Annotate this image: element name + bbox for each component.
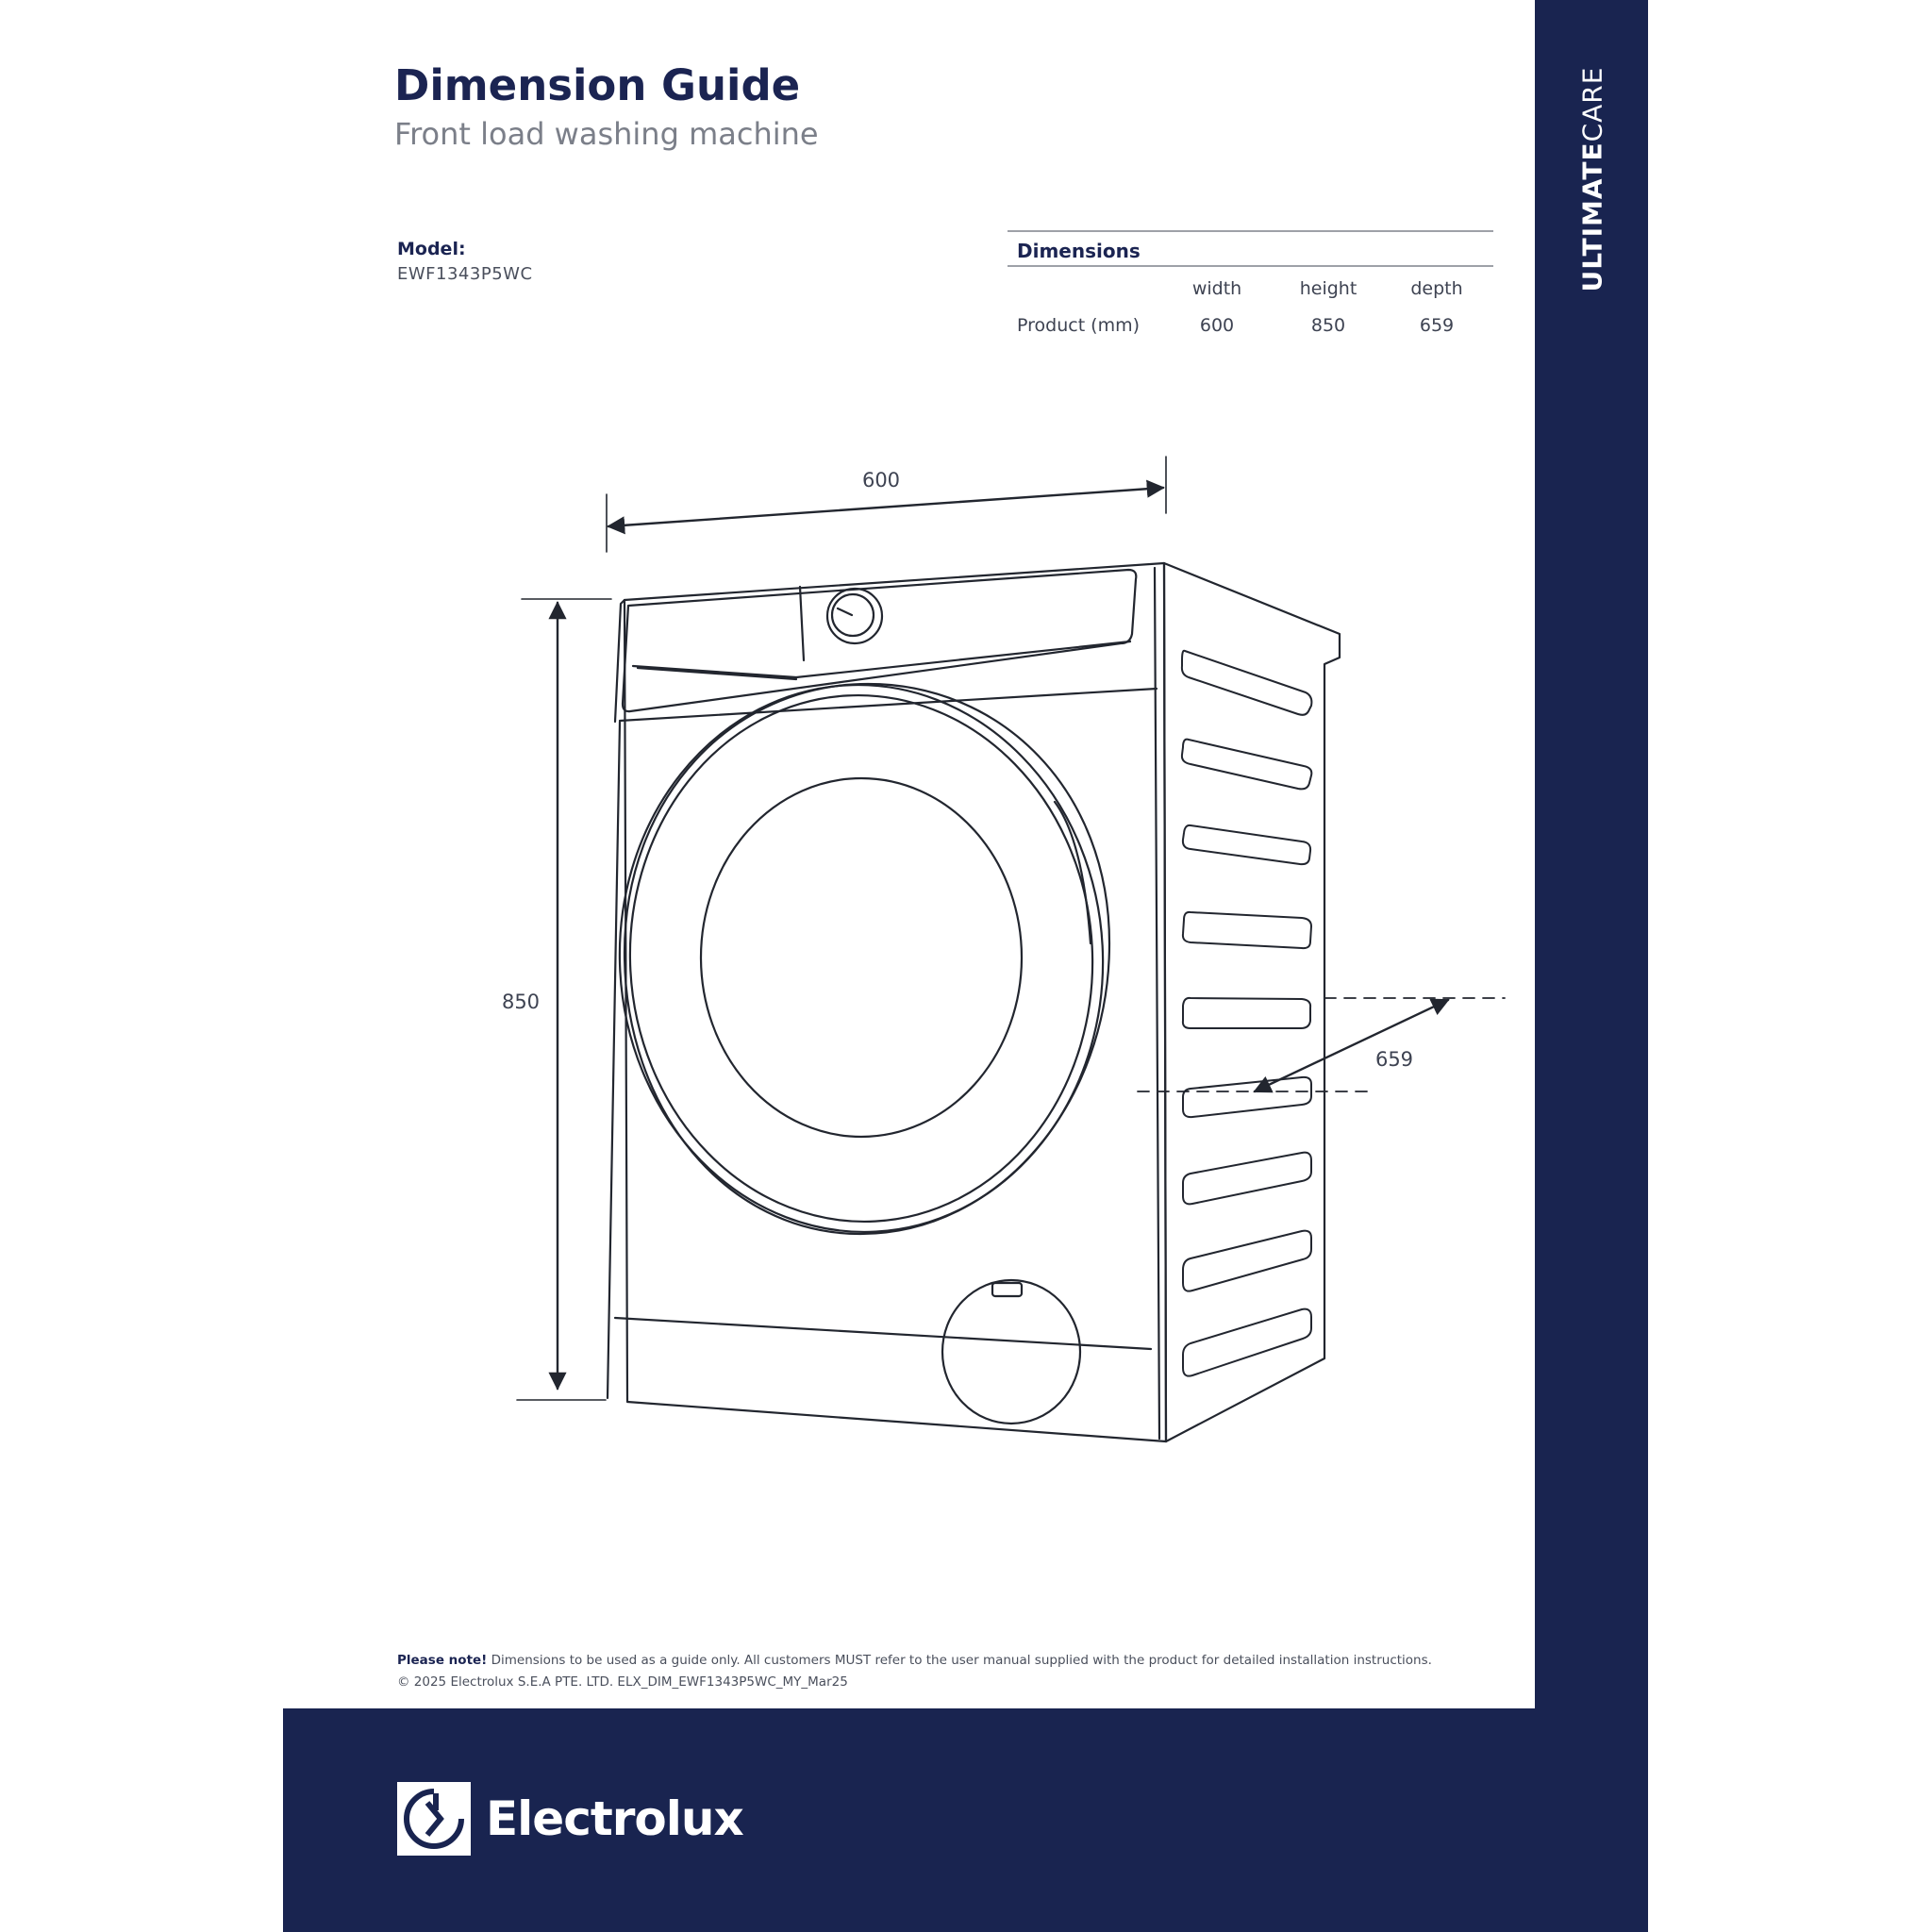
brand-name: Electrolux [486, 1791, 744, 1846]
side-vents [1180, 649, 1313, 1377]
program-knob-icon [825, 587, 884, 645]
table-row-label: Product (mm) [1017, 315, 1141, 336]
table-rule-mid [1008, 265, 1493, 267]
column-header-depth: depth [1410, 278, 1463, 299]
disclaimer-note: Please note! Dimensions to be used as a … [397, 1653, 1432, 1668]
filter-cover-icon [941, 1278, 1082, 1425]
electrolux-logo-icon [397, 1782, 471, 1856]
height-dimension-label: 850 [502, 991, 540, 1013]
page-title: Dimension Guide [394, 60, 801, 110]
table-cell-height: 850 [1310, 315, 1346, 336]
footer-band [283, 1708, 1648, 1932]
disclaimer-note-bold: Please note! [397, 1653, 488, 1668]
model-label: Model: [397, 239, 466, 259]
column-header-height: height [1299, 278, 1357, 299]
table-cell-width: 600 [1199, 315, 1235, 336]
table-rule-top [1008, 230, 1493, 232]
column-header-width: width [1191, 278, 1242, 299]
model-value: EWF1343P5WC [397, 264, 533, 284]
page-subtitle: Front load washing machine [394, 116, 819, 152]
depth-dimension: 659 [1137, 997, 1506, 1093]
copyright-text: © 2025 Electrolux S.E.A PTE. LTD. ELX_DI… [397, 1674, 848, 1690]
side-band [1535, 0, 1648, 1932]
dimensions-table-title: Dimensions [1017, 240, 1141, 262]
machine-body [606, 561, 1341, 1443]
width-dimension-label: 600 [862, 469, 900, 491]
control-panel [621, 568, 1138, 713]
width-dimension: 600 [606, 456, 1167, 553]
disclaimer-note-text: Dimensions to be used as a guide only. A… [487, 1653, 1432, 1668]
door-icon [618, 682, 1111, 1236]
table-cell-depth: 659 [1419, 315, 1455, 336]
height-dimension: 850 [502, 598, 612, 1401]
depth-dimension-label: 659 [1375, 1048, 1413, 1071]
